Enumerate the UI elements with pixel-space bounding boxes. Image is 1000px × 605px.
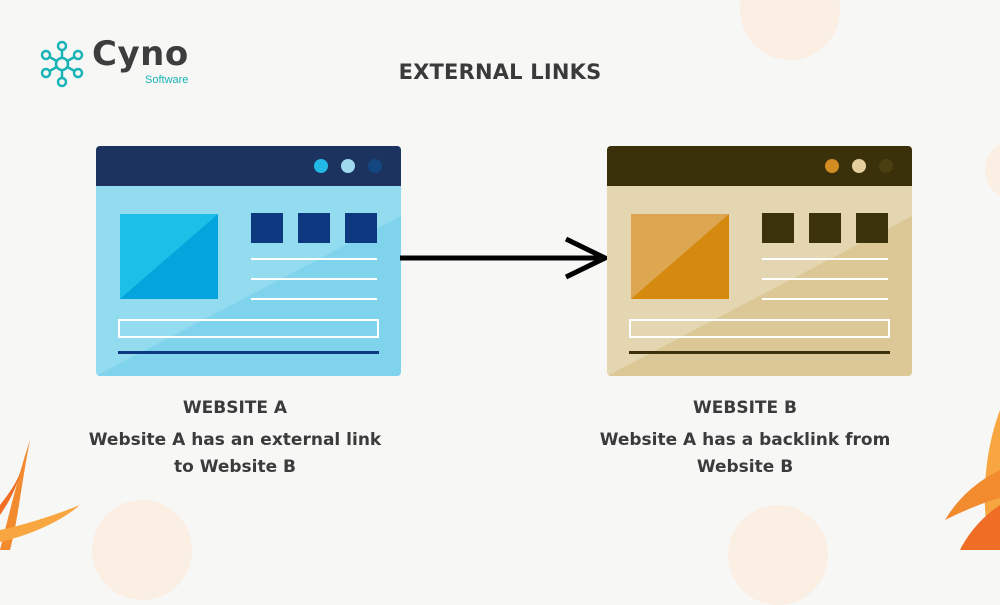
website-a-title: WEBSITE A xyxy=(182,398,288,418)
website-b-hero-image xyxy=(631,214,729,299)
window-dot xyxy=(314,159,328,173)
website-b-square xyxy=(762,213,794,243)
decor-circle-bottom-right xyxy=(728,505,828,605)
website-a-desc-line1: Website A has an external link xyxy=(88,430,382,450)
website-b-text-line xyxy=(762,298,888,300)
window-dot xyxy=(368,159,382,173)
brand-logo: Cyno Software xyxy=(38,34,208,90)
page-title: EXTERNAL LINKS xyxy=(398,60,602,84)
website-b-text-line xyxy=(762,258,888,260)
website-b-body xyxy=(607,186,912,376)
decor-circle-top xyxy=(740,0,840,60)
website-a-desc-line2: to Website B xyxy=(173,457,297,477)
leaf-decoration-right xyxy=(945,410,1000,550)
website-b-square xyxy=(856,213,888,243)
website-a-text-line xyxy=(251,298,377,300)
brand-name: Cyno xyxy=(92,34,189,74)
brand-subtitle: Software xyxy=(145,74,189,86)
window-dot xyxy=(341,159,355,173)
window-dot xyxy=(825,159,839,173)
website-a-browser xyxy=(96,146,401,376)
leaf-decoration-left xyxy=(0,440,80,550)
website-b-footer-line xyxy=(629,351,890,354)
website-b-caption: WEBSITE B Website A has a backlink from … xyxy=(575,398,915,481)
website-b-browser xyxy=(607,146,912,376)
decor-circle-right xyxy=(985,140,1000,200)
window-dot xyxy=(852,159,866,173)
website-a-body xyxy=(96,186,401,376)
website-a-footer-line xyxy=(118,351,379,354)
arrow-right-icon xyxy=(400,236,610,280)
website-a-square xyxy=(251,213,283,243)
decor-circle-bottom-left xyxy=(92,500,192,600)
website-b-square xyxy=(809,213,841,243)
website-b-text-line xyxy=(762,278,888,280)
website-a-title-bar xyxy=(96,146,401,186)
network-nodes-icon xyxy=(40,40,84,88)
website-b-desc-line1: Website A has a backlink from xyxy=(599,430,891,450)
website-a-square xyxy=(345,213,377,243)
website-a-hero-image xyxy=(120,214,218,299)
website-a-square xyxy=(298,213,330,243)
website-a-caption: WEBSITE A Website A has an external link… xyxy=(65,398,405,481)
website-b-title: WEBSITE B xyxy=(693,398,797,418)
website-b-desc-line2: Website B xyxy=(696,457,794,477)
website-a-text-line xyxy=(251,278,377,280)
website-b-title-bar xyxy=(607,146,912,186)
website-b-input-box xyxy=(629,319,890,338)
website-a-input-box xyxy=(118,319,379,338)
window-dot xyxy=(879,159,893,173)
website-a-text-line xyxy=(251,258,377,260)
